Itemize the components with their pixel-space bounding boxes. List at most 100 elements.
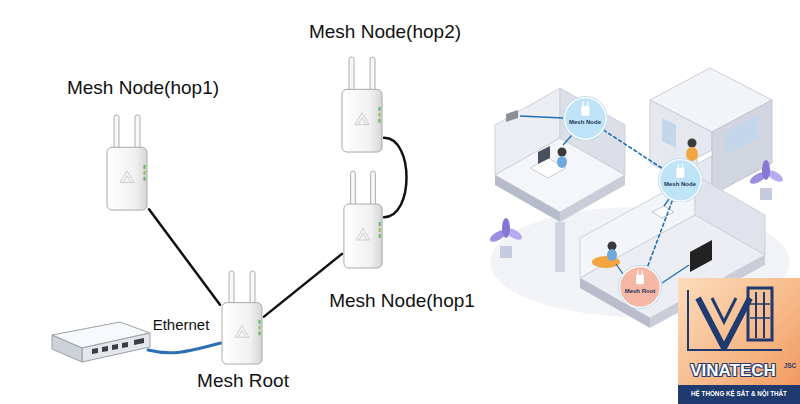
device-link <box>563 135 572 145</box>
router-port <box>92 348 98 354</box>
ap-led <box>379 107 381 111</box>
mesh-node-badge: Mesh Node <box>658 158 703 203</box>
ap-body <box>342 89 382 152</box>
node-label: Mesh Node(hop2) <box>309 21 461 43</box>
ap-led <box>379 222 381 226</box>
access-point-icon <box>340 56 384 154</box>
ap-body <box>107 147 147 210</box>
device-link <box>664 199 669 206</box>
router-port <box>134 338 144 345</box>
router-port <box>122 342 128 348</box>
ap-led <box>144 171 146 175</box>
logo-mark <box>712 298 736 322</box>
logo-building <box>763 292 765 338</box>
ap-body <box>344 204 382 268</box>
watermark-text: JSC <box>784 362 797 369</box>
access-point-icon <box>105 114 149 212</box>
mesh-badge-icon <box>618 265 662 309</box>
access-point: Mesh Node(hop2) <box>340 56 384 154</box>
window <box>662 118 676 148</box>
badge-outline <box>563 96 607 140</box>
access-point-icon <box>342 170 384 270</box>
badge-ring <box>564 97 606 139</box>
wall <box>712 100 772 195</box>
mesh-node-badge: Mesh Root <box>618 265 662 309</box>
mesh-link <box>149 209 220 304</box>
plant-leaf <box>762 160 770 180</box>
router-side <box>52 335 82 362</box>
floor <box>495 138 625 212</box>
logo-frame <box>688 290 782 350</box>
logo-ground <box>678 278 800 404</box>
badge-outline <box>658 158 702 202</box>
access-point: Mesh Node(hop1 <box>342 170 384 270</box>
badge-ap <box>636 275 644 285</box>
ap-body <box>222 303 262 364</box>
cable-label: Ethernet <box>153 316 210 333</box>
desk <box>697 150 712 164</box>
ap-vent <box>355 113 369 125</box>
monitor <box>538 146 550 164</box>
slab <box>560 175 625 222</box>
logo-building <box>750 317 770 319</box>
mesh-badge-icon <box>658 158 703 203</box>
badge-ap <box>676 167 684 177</box>
mesh-badge-icon <box>563 96 608 141</box>
node-label: Mesh Node(hop1) <box>67 77 219 99</box>
access-point: Mesh Root <box>220 270 264 366</box>
watermark-text: HỆ THỐNG KỆ SẮT & NỘI THẤT <box>691 390 787 397</box>
mesh-link <box>604 130 662 168</box>
badge-ring <box>659 159 701 201</box>
badge-ring <box>619 266 660 307</box>
plant-pot <box>500 246 512 258</box>
ap-led <box>144 177 146 181</box>
node-label: Mesh Node(hop1 <box>329 290 475 312</box>
logo-building <box>750 303 770 305</box>
badge-label: Mesh Root <box>625 288 656 295</box>
badge-label: Mesh Node <box>664 181 696 188</box>
router-front <box>82 333 150 362</box>
plant-leaf <box>502 218 510 238</box>
ap-led <box>379 113 381 117</box>
node-label: Mesh Root <box>197 370 289 392</box>
router <box>52 322 150 362</box>
ap-led <box>379 234 381 238</box>
logo-bar <box>678 385 800 404</box>
logo <box>678 278 800 404</box>
person-body <box>557 156 567 168</box>
ap-led <box>379 119 381 123</box>
access-point: Mesh Node(hop1) <box>105 114 149 212</box>
column <box>555 222 565 272</box>
mesh-node-badge: Mesh Node <box>563 96 608 141</box>
watermark-text: VINATECH <box>690 361 776 381</box>
logo-mark <box>698 298 750 348</box>
ap-led <box>259 331 261 335</box>
device-link <box>616 264 623 274</box>
badge-outline <box>618 265 661 308</box>
ap-led <box>259 326 261 330</box>
ap-led <box>144 165 146 169</box>
badge-label: Mesh Node <box>569 119 601 126</box>
router-port <box>102 346 108 352</box>
ap-led <box>379 228 381 232</box>
person-body <box>686 147 698 161</box>
logo-building <box>755 292 757 338</box>
router-port <box>112 344 118 350</box>
logo-building <box>748 288 772 340</box>
window <box>726 115 758 155</box>
slab <box>495 175 560 222</box>
tv <box>690 240 712 272</box>
access-point-icon <box>220 270 264 366</box>
ap-vent <box>120 171 134 183</box>
mesh-link <box>384 138 407 217</box>
person-body <box>607 249 617 261</box>
mesh-link <box>648 201 672 266</box>
ethernet-cable <box>148 343 221 353</box>
camera <box>506 110 518 122</box>
device-link <box>520 116 563 118</box>
ap-vent <box>235 326 249 338</box>
person-head <box>558 148 567 157</box>
